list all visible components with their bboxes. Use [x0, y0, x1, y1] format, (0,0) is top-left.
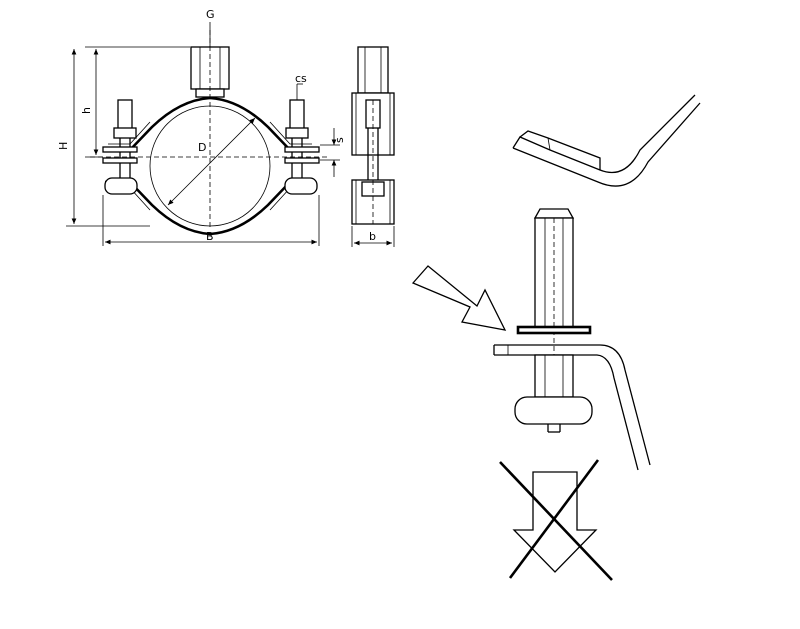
pointer-arrow-icon: [411, 265, 507, 331]
label-b-depth: b: [369, 230, 376, 243]
front-view: D G cs s h H B: [57, 8, 346, 246]
label-cs: cs: [295, 72, 307, 85]
detail-upper-band: [512, 94, 701, 187]
label-s: s: [333, 137, 346, 143]
right-bolt: [284, 99, 318, 195]
label-g: G: [206, 8, 215, 21]
label-b-width: B: [206, 230, 214, 243]
left-bolt: [104, 99, 138, 195]
detail-bolt: [493, 208, 651, 471]
lower-clamp-band: [105, 180, 315, 236]
crossed-out-arrow-icon: [499, 459, 613, 581]
side-view: b: [351, 46, 395, 247]
label-big-h: H: [57, 142, 70, 150]
washer: [516, 325, 592, 335]
label-d: D: [198, 141, 206, 154]
label-h: h: [80, 107, 93, 114]
